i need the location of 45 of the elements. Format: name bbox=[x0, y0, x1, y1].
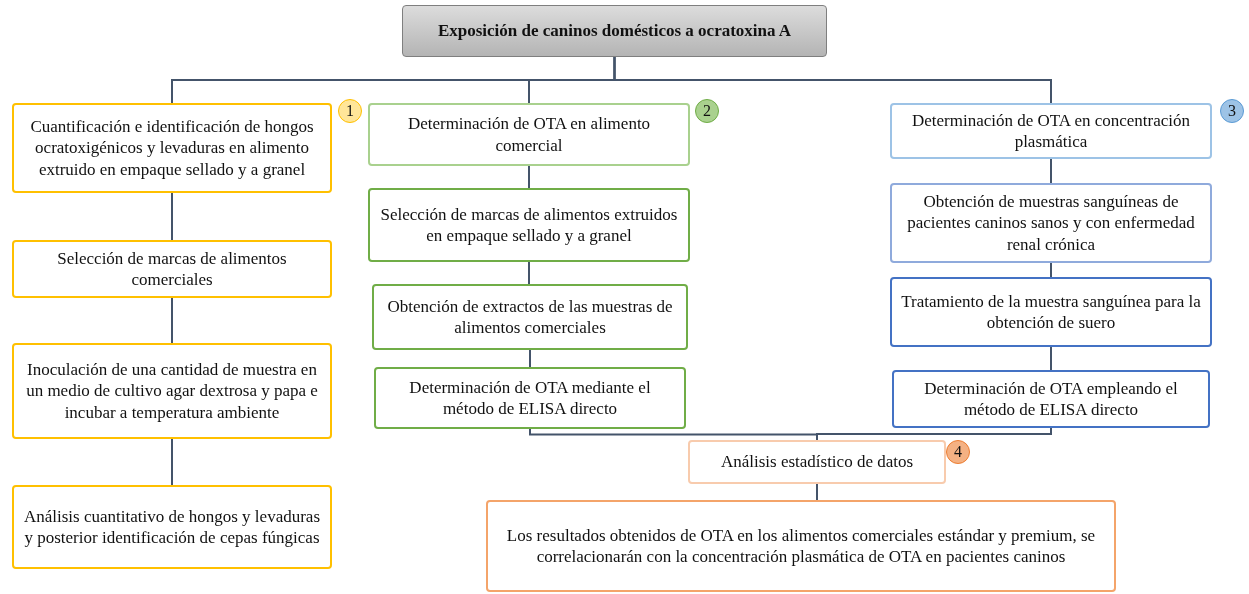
box-text: Inoculación de una cantidad de muestra en un medio de cultivo agar dextrosa y papa e incubar a temperatura ambiente bbox=[25, 359, 319, 423]
process-box bbox=[12, 240, 332, 298]
step-number-badge: 3 bbox=[1220, 99, 1244, 123]
connector-line bbox=[1050, 158, 1052, 184]
connector-line bbox=[528, 165, 530, 189]
box-text: Selección de marcas de alimentos extruidos en empaque sellado y a granel bbox=[379, 203, 679, 247]
connector-line bbox=[816, 483, 818, 501]
connector-line bbox=[171, 297, 173, 344]
box-text: Los resultados obtenidos de OTA en los alimentos comerciales estándar y premium, se correlacionarán con la concentración plasmática de OTA en pacientes caninos bbox=[505, 524, 1097, 568]
process-box bbox=[486, 500, 1116, 592]
box-text: Tratamiento de la muestra sanguínea para la obtención de suero bbox=[900, 290, 1202, 334]
box-text: Obtención de muestras sanguíneas de pacientes caninos sanos y con enfermedad renal crónica bbox=[906, 191, 1196, 255]
box-text: Determinación de OTA mediante el método de ELISA directo bbox=[408, 376, 652, 420]
step-number-badge: 1 bbox=[338, 99, 362, 123]
box-text: Análisis cuantitativo de hongos y levaduras y posterior identificación de cepas fúngicas bbox=[23, 505, 321, 549]
process-box bbox=[688, 440, 946, 484]
process-box bbox=[892, 370, 1210, 428]
box-text: Selección de marcas de alimentos comerciales bbox=[56, 247, 288, 291]
connector-line bbox=[613, 56, 1052, 104]
title-box bbox=[402, 5, 827, 57]
step-number-badge: 4 bbox=[946, 440, 970, 464]
box-text: Determinación de OTA en alimento comercial bbox=[406, 113, 652, 156]
process-box bbox=[12, 485, 332, 569]
process-box bbox=[374, 367, 686, 429]
process-box bbox=[12, 343, 332, 439]
process-box bbox=[890, 277, 1212, 347]
step-number-badge: 2 bbox=[695, 99, 719, 123]
box-text: Determinación de OTA en concentración plasmática bbox=[910, 109, 1192, 153]
process-box bbox=[890, 183, 1212, 263]
box-text: Determinación de OTA empleando el método de ELISA directo bbox=[923, 377, 1179, 421]
connector-line bbox=[171, 192, 173, 241]
box-text: Análisis estadístico de datos bbox=[720, 451, 914, 473]
process-box bbox=[12, 103, 332, 193]
box-text: Cuantificación e identificación de hongos ocratoxigénicos y levaduras en alimento extruido en empaque sellado y a granel bbox=[29, 116, 315, 180]
box-text: Obtención de extractos de las muestras de alimentos comerciales bbox=[386, 295, 674, 339]
process-box bbox=[368, 103, 690, 166]
connector-line bbox=[1050, 346, 1052, 371]
process-box bbox=[890, 103, 1212, 159]
connector-line bbox=[171, 438, 173, 486]
process-box bbox=[368, 188, 690, 262]
connector-line bbox=[528, 261, 530, 285]
connector-line bbox=[529, 349, 531, 368]
box-text: Exposición de caninos domésticos a ocratoxina A bbox=[437, 20, 792, 42]
connector-line bbox=[1050, 262, 1052, 278]
process-box bbox=[372, 284, 688, 350]
